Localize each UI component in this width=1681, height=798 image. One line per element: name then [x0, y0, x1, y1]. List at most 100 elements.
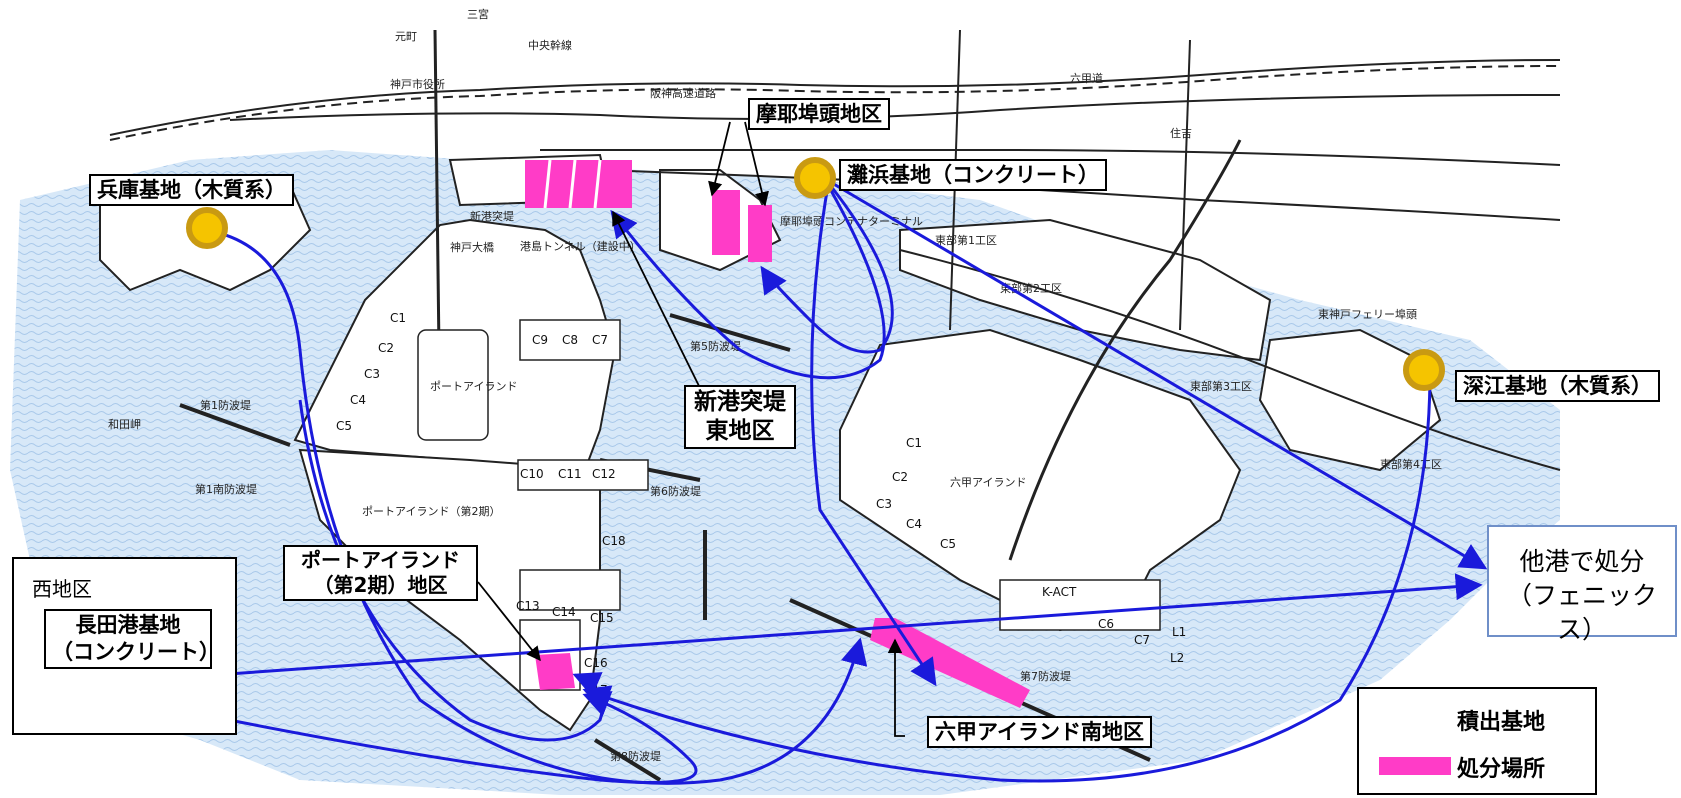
legend-base-label: 積出基地: [1457, 710, 1546, 735]
base-nadahama-marker: [794, 157, 836, 199]
label-breakwater-1-south: 第1南防波堤: [195, 482, 257, 496]
road-2: [539, 148, 1561, 166]
berth-c5: C5: [336, 419, 352, 433]
route-hyogo-portisland: [214, 230, 868, 785]
label-shinko-area-text: 新港突堤東地区: [694, 389, 786, 444]
higashi-land: [899, 218, 1272, 362]
ri-berth-c7: C7: [1134, 633, 1150, 647]
phoenix-box: 他港で処分 （フェニックス）: [1487, 525, 1677, 644]
road-3: [599, 169, 1561, 221]
label-nagata-line2: （コンクリート）: [52, 640, 220, 664]
label-rokko-south-area: 六甲アイランド南地区: [927, 716, 1152, 748]
berth-c18: C18: [602, 534, 626, 548]
wangan-road: [899, 249, 1561, 471]
label-breakwater-1: 第1防波堤: [200, 398, 251, 412]
label-kobe-ohashi: 神戸大橋: [450, 240, 494, 254]
label-breakwater-6: 第6防波堤: [650, 484, 701, 498]
label-shinko-toppa: 新港突堤: [470, 209, 514, 223]
label-nadahama-base: 灘浜基地（コンクリート）: [839, 159, 1107, 191]
label-wadamisaki: 和田岬: [108, 418, 141, 431]
berth-c4: C4: [350, 393, 366, 407]
rail-main-2: [109, 65, 1561, 141]
ri-berth-l1: L1: [1172, 625, 1186, 639]
label-port-island: ポートアイランド: [430, 380, 517, 393]
label-city-hall: 神戸市役所: [390, 77, 445, 91]
berth-c11: C11: [558, 467, 582, 481]
label-fukae-base: 深江基地（木質系）: [1455, 370, 1660, 402]
phoenix-line1: 他港で処分: [1519, 547, 1645, 576]
label-sumiyoshi: 住吉: [1170, 126, 1192, 140]
rail-main: [109, 59, 1561, 136]
label-chuo-kansen: 中央幹線: [528, 38, 572, 52]
legend-disposal-label: 処分場所: [1457, 757, 1546, 782]
route-nadahama-shinko: [610, 179, 886, 380]
road-ns-2: [1179, 39, 1191, 331]
label-breakwater-7: 第7防波堤: [1020, 669, 1071, 683]
rokko-liner: [1008, 139, 1242, 561]
berth-c2: C2: [378, 341, 394, 355]
label-sannomiya: 三宮: [467, 7, 489, 21]
ri-berth-c2: C2: [892, 470, 908, 484]
phoenix-line2: （フェニックス）: [1506, 581, 1657, 644]
route-nadahama-phoenix: [831, 181, 1488, 570]
berth-c16: C16: [584, 656, 608, 670]
disposal-maya-1: [712, 190, 740, 255]
label-rokko-road: 六甲道: [1070, 71, 1103, 85]
berth-c10: C10: [520, 467, 544, 481]
berth-c14: C14: [552, 605, 576, 619]
breakwater-5: [669, 313, 791, 352]
west-district-frame: 西地区 長田港基地 （コンクリート）: [12, 557, 237, 735]
route-nagata-phoenix: [129, 573, 1483, 683]
berth-c13: C13: [516, 599, 540, 613]
base-hyogo-marker: [186, 207, 228, 249]
berth-c3: C3: [364, 367, 380, 381]
berth-c1: C1: [390, 311, 406, 325]
label-higashi-4: 東部第4工区: [1380, 457, 1442, 471]
label-rokko-island: 六甲アイランド: [950, 476, 1026, 489]
base-fukae-marker: [1403, 349, 1445, 391]
label-nagata-base: 長田港基地 （コンクリート）: [44, 609, 220, 669]
ri-berth-c6: C6: [1098, 617, 1114, 631]
berth-c15: C15: [590, 611, 614, 625]
disposal-port-island: [535, 653, 575, 690]
label-shinko-area: 新港突堤東地区: [684, 385, 796, 449]
disposal-rokko-south: [870, 618, 1030, 708]
label-nagata-line1: 長田港基地: [75, 613, 181, 637]
label-kobe-ferry: 東神戸フェリー埠頭: [1318, 307, 1417, 321]
breakwater-8: [593, 738, 662, 782]
berth-c12: C12: [592, 467, 616, 481]
legend-disposal-swatch: [1379, 757, 1451, 775]
route-nadahama-rokko: [810, 184, 937, 687]
ri-berth-c3: C3: [876, 497, 892, 511]
label-hanshin-expressway: 阪神高速道路: [650, 86, 716, 100]
label-port-island-2: ポートアイランド（第2期）: [362, 504, 500, 518]
disposal-maya-2: [748, 205, 772, 262]
berth-c9: C9: [532, 333, 548, 347]
label-maya-container: 摩耶埠頭コンテナターミナル: [780, 214, 923, 228]
ri-berth-l2: L2: [1170, 651, 1184, 665]
label-breakwater-8: 第8防波堤: [610, 749, 661, 763]
kact-label: K-ACT: [1042, 585, 1077, 599]
berth-c7: C7: [592, 333, 608, 347]
legend: 積出基地 処分場所: [1357, 687, 1597, 795]
label-maya-area: 摩耶埠頭地区: [748, 98, 890, 130]
breakwater-1: [179, 403, 291, 447]
berth-c8: C8: [562, 333, 578, 347]
label-higashi-3: 東部第3工区: [1190, 379, 1252, 393]
disposal-shinko: [525, 160, 632, 208]
west-district-title: 西地区: [32, 577, 92, 601]
label-breakwater-5: 第5防波堤: [690, 339, 741, 353]
label-hyogo-base: 兵庫基地（木質系）: [89, 174, 294, 206]
label-port-island-area-text: ポートアイランド（第2期）地区: [301, 548, 460, 597]
ri-berth-c4: C4: [906, 517, 922, 531]
label-tunnel: 港島トンネル（建設中）: [520, 239, 641, 253]
route-fukae-pi2: [582, 371, 1432, 783]
route-nagata-portisland: [139, 691, 698, 784]
label-port-island-area: ポートアイランド（第2期）地区: [283, 545, 478, 601]
ri-berth-c5: C5: [940, 537, 956, 551]
route-nadahama-maya: [760, 184, 894, 354]
ri-berth-c1: C1: [906, 436, 922, 450]
label-motomachi: 元町: [395, 30, 417, 43]
label-higashi-1: 東部第1工区: [935, 233, 997, 247]
